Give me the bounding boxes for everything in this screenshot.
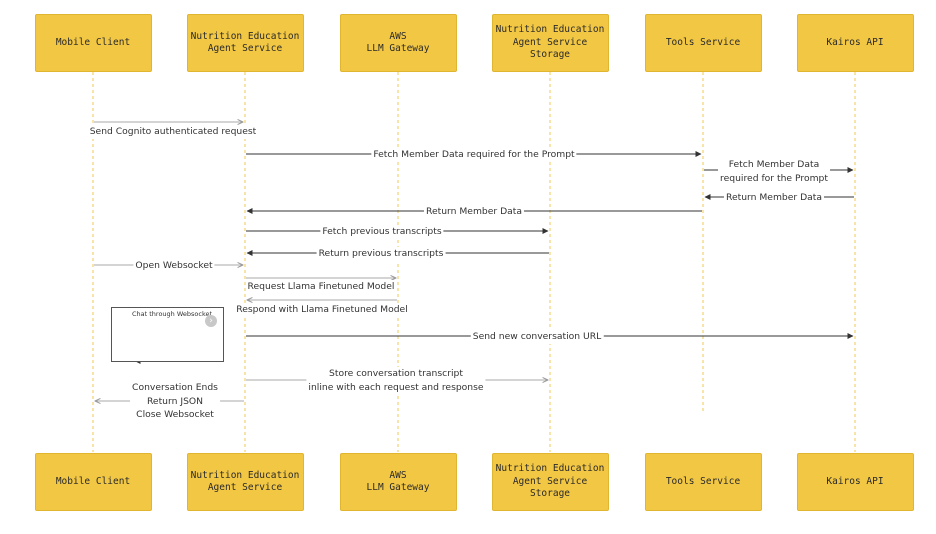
chevron-right-icon: › [205, 315, 217, 327]
message-label: Return Member Data [423, 205, 525, 219]
actor-box-kairos-bottom: Kairos API [796, 453, 914, 511]
actor-box-storage-bottom: Nutrition Education Agent Service Storag… [491, 453, 609, 511]
message-label: Fetch Member Data required for the Promp… [718, 158, 830, 185]
actor-box-storage-top: Nutrition Education Agent Service Storag… [491, 14, 609, 72]
message-label: Send Cognito authenticated request [87, 125, 259, 139]
message-label: Send new conversation URL [470, 330, 604, 344]
message-label: Conversation Ends Return JSON Close Webs… [130, 381, 220, 422]
actor-box-aws-bottom: AWS LLM Gateway [339, 453, 457, 511]
actor-box-kairos-top: Kairos API [796, 14, 914, 72]
message-label: Request Llama Finetuned Model [245, 280, 397, 294]
message-label: Open Websocket [133, 259, 215, 273]
websocket-loop-label: Chat through Websocket [132, 310, 213, 318]
actor-box-agent-bottom: Nutrition Education Agent Service [186, 453, 304, 511]
message-label: Fetch Member Data required for the Promp… [371, 148, 577, 162]
actor-box-mobile-bottom: Mobile Client [34, 453, 152, 511]
message-label: Return previous transcripts [316, 247, 446, 261]
message-label: Fetch previous transcripts [320, 225, 444, 239]
message-label: Return Member Data [723, 191, 825, 205]
actor-box-aws-top: AWS LLM Gateway [339, 14, 457, 72]
actor-box-tools-top: Tools Service [644, 14, 762, 72]
websocket-loop-box: Chat through Websocket › [111, 307, 224, 362]
message-label: Respond with Llama Finetuned Model [234, 303, 410, 317]
message-label: Store conversation transcript inline wit… [306, 367, 486, 394]
actor-box-tools-bottom: Tools Service [644, 453, 762, 511]
actor-box-mobile-top: Mobile Client [34, 14, 152, 72]
actor-box-agent-top: Nutrition Education Agent Service [186, 14, 304, 72]
